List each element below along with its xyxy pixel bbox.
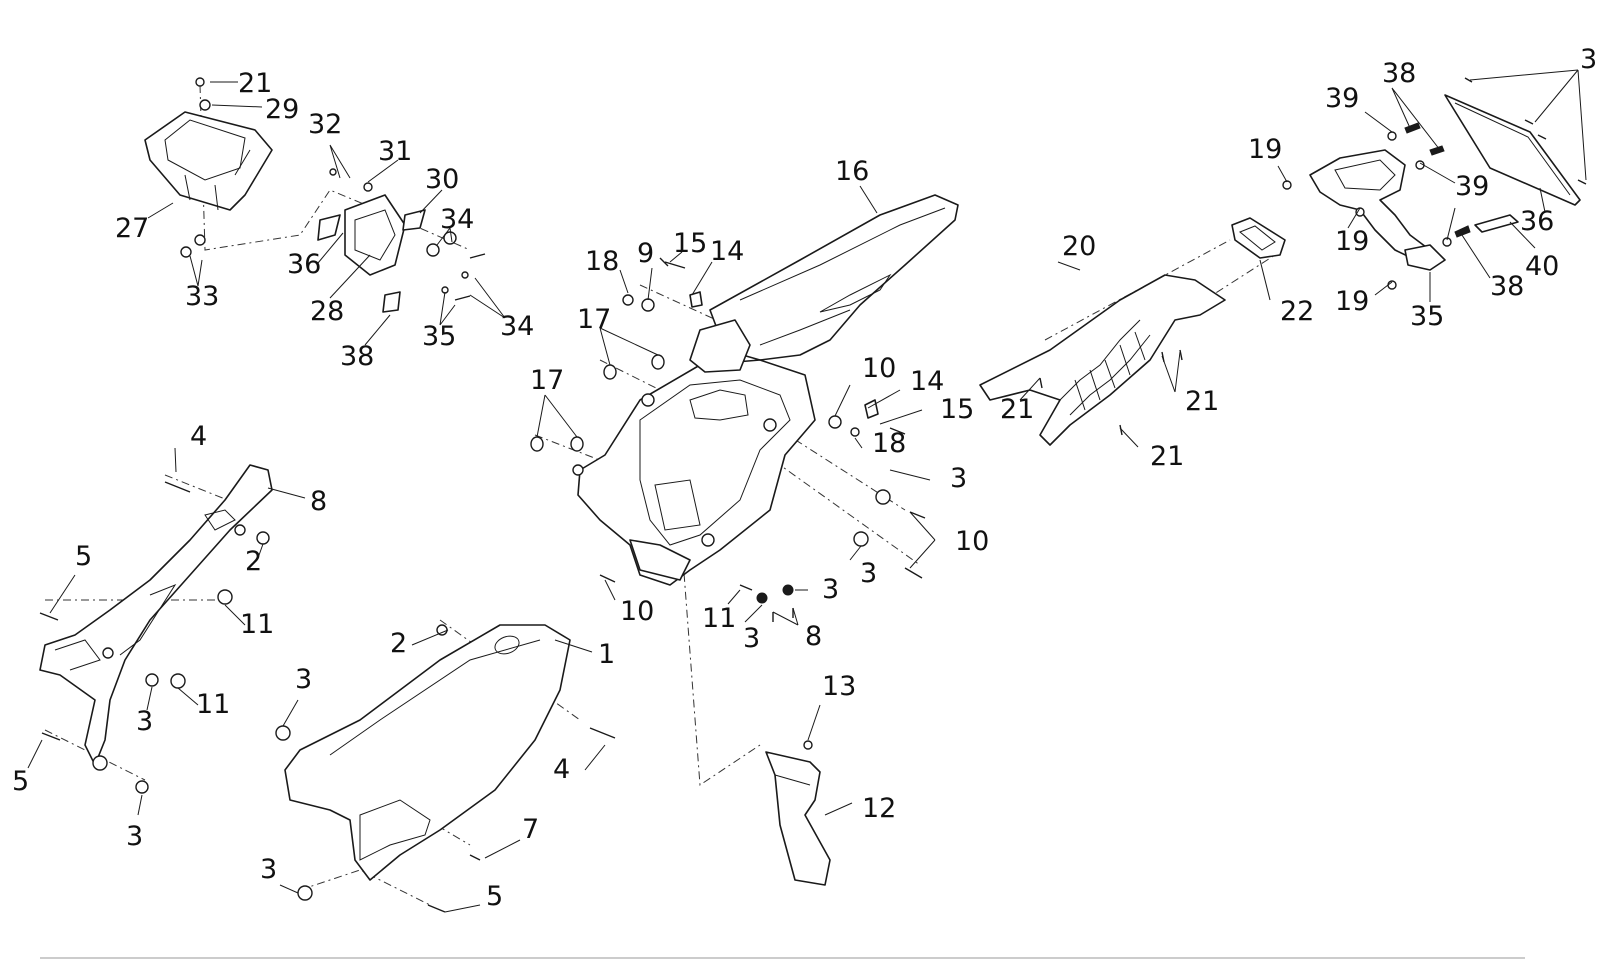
- callout-16: 16: [835, 156, 869, 187]
- callout-2a: 2: [245, 546, 262, 577]
- part-12-mud-flap: [765, 740, 831, 886]
- callout-5c: 5: [486, 881, 503, 912]
- callout-1: 1: [598, 639, 615, 670]
- callout-21b: 21: [1185, 386, 1219, 417]
- callout-21a: 21: [1000, 394, 1034, 425]
- callout-11a: 11: [240, 609, 274, 640]
- callout-17a: 17: [577, 304, 611, 335]
- callout-19c: 19: [1335, 286, 1369, 317]
- callout-27: 30: [425, 164, 459, 195]
- callout-15a: 15: [673, 228, 707, 259]
- callout-22: 22: [1280, 296, 1314, 327]
- callout-29: 32: [308, 109, 342, 140]
- callout-15b: 15: [940, 394, 974, 425]
- part-1-side-cover: [275, 624, 616, 913]
- callout-4a: 4: [190, 421, 207, 452]
- callout-5b: 5: [12, 766, 29, 797]
- callout-7: 8: [310, 486, 327, 517]
- callout-26: 28: [310, 296, 344, 327]
- callout-17b: 17: [530, 365, 564, 396]
- callout-5a: 5: [75, 541, 92, 572]
- part-36-license-plate: [1444, 77, 1587, 206]
- callout-4b: 4: [553, 754, 570, 785]
- leader-lines: [27, 69, 1587, 913]
- callout-11b: 11: [196, 689, 230, 720]
- callout-3-fender-a: 3: [950, 463, 967, 494]
- callout-12: 12: [862, 793, 896, 824]
- callout-21c: 21: [1150, 441, 1184, 472]
- callout-34a: 36: [287, 249, 321, 280]
- part-inner-fender: [572, 319, 816, 586]
- callout-labels: 21 29 27 33 32 31 30 34 36 28 38 35 34 1…: [12, 44, 1597, 912]
- callout-38b: 38: [1490, 271, 1524, 302]
- part-23-upper-tray: [144, 77, 273, 258]
- callout-14b: 14: [910, 366, 944, 397]
- part-16-rear-fender: [709, 194, 959, 361]
- callout-13: 13: [822, 671, 856, 702]
- callout-18a: 18: [585, 246, 619, 277]
- part-22-reflector: [1231, 217, 1286, 259]
- callout-3-cover-a: 3: [295, 664, 312, 695]
- callout-25: 29: [265, 94, 299, 125]
- callout-20: 20: [1062, 231, 1096, 262]
- callout-3-top-right: 3: [1580, 44, 1597, 75]
- callout-36: 36: [1520, 206, 1554, 237]
- part-20-grab-handle: [979, 274, 1226, 446]
- callout-2b: 2: [390, 628, 407, 659]
- callout-3-left-a: 3: [136, 706, 153, 737]
- callout-10c: 11: [702, 603, 736, 634]
- callout-3-fender-c: 3: [743, 623, 760, 654]
- callout-18b: 18: [872, 428, 906, 459]
- callout-3-fender-d: 3: [822, 574, 839, 605]
- callout-32: 34: [500, 311, 534, 342]
- callout-40: 40: [1525, 251, 1559, 282]
- callout-8b: 10: [862, 353, 896, 384]
- callout-3-fender-b: 3: [860, 558, 877, 589]
- callout-31: 33: [185, 281, 219, 312]
- callout-3-cover-b: 3: [260, 854, 277, 885]
- callout-8a: 9: [637, 238, 654, 269]
- callout-38a: 38: [1382, 58, 1416, 89]
- callout-35: 35: [1410, 301, 1444, 332]
- part-7-side-bracket: [39, 464, 273, 794]
- callout-30: 34: [440, 204, 474, 235]
- callout-3-left-b: 3: [126, 821, 143, 852]
- callout-39b: 39: [1455, 171, 1489, 202]
- callout-19a: 19: [1248, 134, 1282, 165]
- part-35-license-bracket: [1282, 122, 1519, 290]
- callout-33: 35: [422, 321, 456, 352]
- callout-6: 7: [522, 814, 539, 845]
- callout-24: 21: [238, 68, 272, 99]
- callout-19b: 19: [1335, 226, 1369, 257]
- callout-14a: 14: [710, 236, 744, 267]
- fender-hardware: [530, 257, 926, 622]
- callout-10b: 10: [620, 596, 654, 627]
- callout-9: 8: [805, 621, 822, 652]
- callout-28: 31: [378, 136, 412, 167]
- part-26-bracket: [317, 168, 486, 313]
- callout-10a: 10: [955, 526, 989, 557]
- callout-34b: 38: [340, 341, 374, 372]
- callout-39a: 39: [1325, 83, 1359, 114]
- callout-23: 27: [115, 213, 149, 244]
